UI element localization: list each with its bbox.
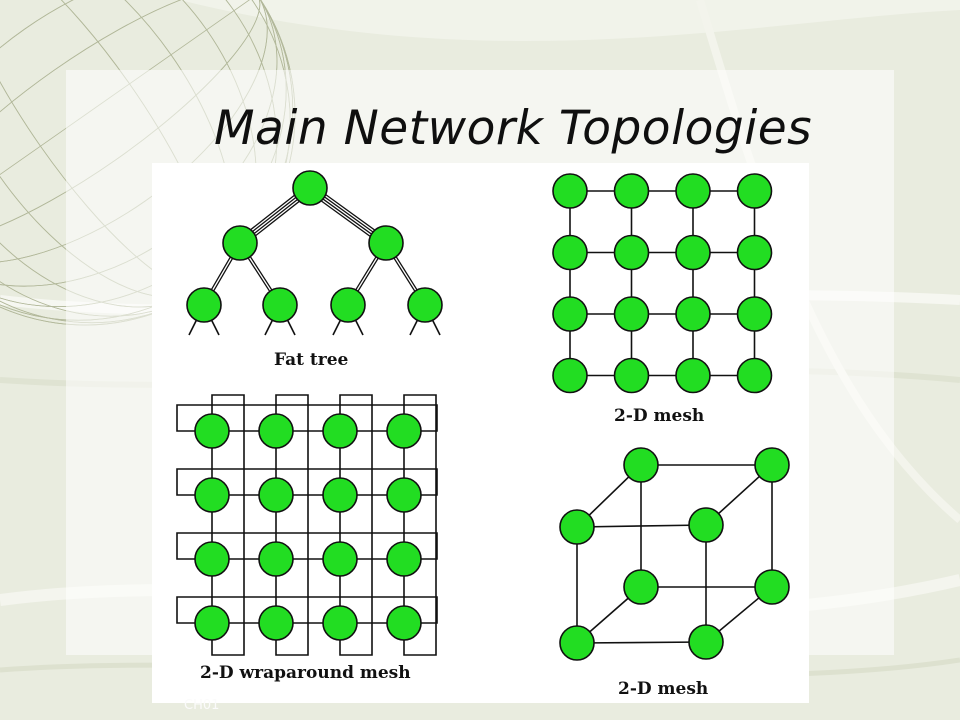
slide-title: Main Network Topologies bbox=[214, 101, 813, 156]
mesh-node bbox=[736, 357, 773, 394]
wrap-around-row-link bbox=[176, 404, 438, 432]
wrap-mesh-node bbox=[386, 413, 422, 449]
cube-node bbox=[559, 509, 595, 545]
fat-tree-node bbox=[186, 287, 222, 323]
mesh-2d-caption: 2-D mesh bbox=[614, 406, 705, 426]
wraparound-mesh-caption: 2-D wraparound mesh bbox=[200, 663, 411, 683]
wrap-mesh-node bbox=[258, 605, 294, 641]
fat-tree-node bbox=[368, 225, 404, 261]
wrap-mesh-node bbox=[258, 541, 294, 577]
mesh-node bbox=[613, 357, 650, 394]
fat-tree-node bbox=[292, 170, 328, 206]
fat-tree-node bbox=[222, 225, 258, 261]
wrap-mesh-node bbox=[194, 477, 230, 513]
mesh-node bbox=[675, 234, 711, 271]
mesh-node bbox=[675, 173, 711, 209]
topology-figure: Fat tree 2-D mesh 2-D wraparound mesh 2-… bbox=[152, 163, 809, 703]
topology-diagrams bbox=[176, 170, 790, 661]
footer-label: CH01 bbox=[184, 698, 220, 713]
mesh-node bbox=[613, 173, 650, 209]
cube-node bbox=[754, 569, 790, 605]
mesh-2d-diagram bbox=[552, 173, 773, 394]
fat-tree-diagram bbox=[186, 170, 443, 336]
cube-node bbox=[623, 569, 659, 605]
wrap-mesh-node bbox=[194, 413, 230, 449]
wrap-around-row-link bbox=[176, 532, 438, 560]
mesh-node bbox=[736, 296, 773, 332]
fat-tree-node bbox=[330, 287, 366, 323]
mesh-node bbox=[552, 234, 588, 271]
wrap-mesh-node bbox=[258, 413, 294, 449]
mesh-node bbox=[552, 357, 588, 394]
mesh-node bbox=[613, 296, 650, 332]
mesh-node bbox=[675, 296, 711, 332]
mesh-node bbox=[675, 357, 711, 394]
cube-node bbox=[688, 507, 724, 543]
wrap-mesh-node bbox=[322, 541, 358, 577]
cube-node bbox=[754, 447, 790, 483]
wrap-around-col-link bbox=[211, 394, 245, 656]
hypercube-caption: 2-D mesh bbox=[618, 679, 709, 699]
wrap-mesh-node bbox=[258, 477, 294, 513]
cube-edge bbox=[576, 641, 707, 644]
fat-tree-caption: Fat tree bbox=[274, 350, 349, 370]
wrap-mesh-node bbox=[194, 541, 230, 577]
cube-edge bbox=[576, 524, 707, 528]
mesh-node bbox=[552, 296, 588, 332]
cube-node bbox=[559, 625, 595, 661]
wrap-around-col-link bbox=[275, 394, 309, 656]
cube-node bbox=[623, 447, 659, 483]
hypercube-diagram bbox=[559, 447, 790, 661]
wrap-mesh-node bbox=[322, 477, 358, 513]
fat-tree-node bbox=[262, 287, 298, 323]
wrap-around-col-link bbox=[403, 394, 437, 656]
wrap-mesh-node bbox=[322, 413, 358, 449]
mesh-node bbox=[613, 234, 650, 271]
wrap-around-col-link bbox=[339, 394, 373, 656]
wrap-mesh-node bbox=[386, 477, 422, 513]
mesh-node bbox=[552, 173, 588, 209]
wrap-mesh-node bbox=[386, 541, 422, 577]
wrap-around-row-link bbox=[176, 468, 438, 496]
wraparound-mesh-diagram bbox=[176, 394, 438, 656]
wrap-mesh-node bbox=[194, 605, 230, 641]
mesh-node bbox=[736, 173, 773, 209]
wrap-mesh-node bbox=[386, 605, 422, 641]
wrap-mesh-node bbox=[322, 605, 358, 641]
cube-node bbox=[688, 624, 724, 660]
fat-tree-node bbox=[407, 287, 443, 323]
wrap-around-row-link bbox=[176, 596, 438, 624]
mesh-node bbox=[736, 234, 773, 271]
